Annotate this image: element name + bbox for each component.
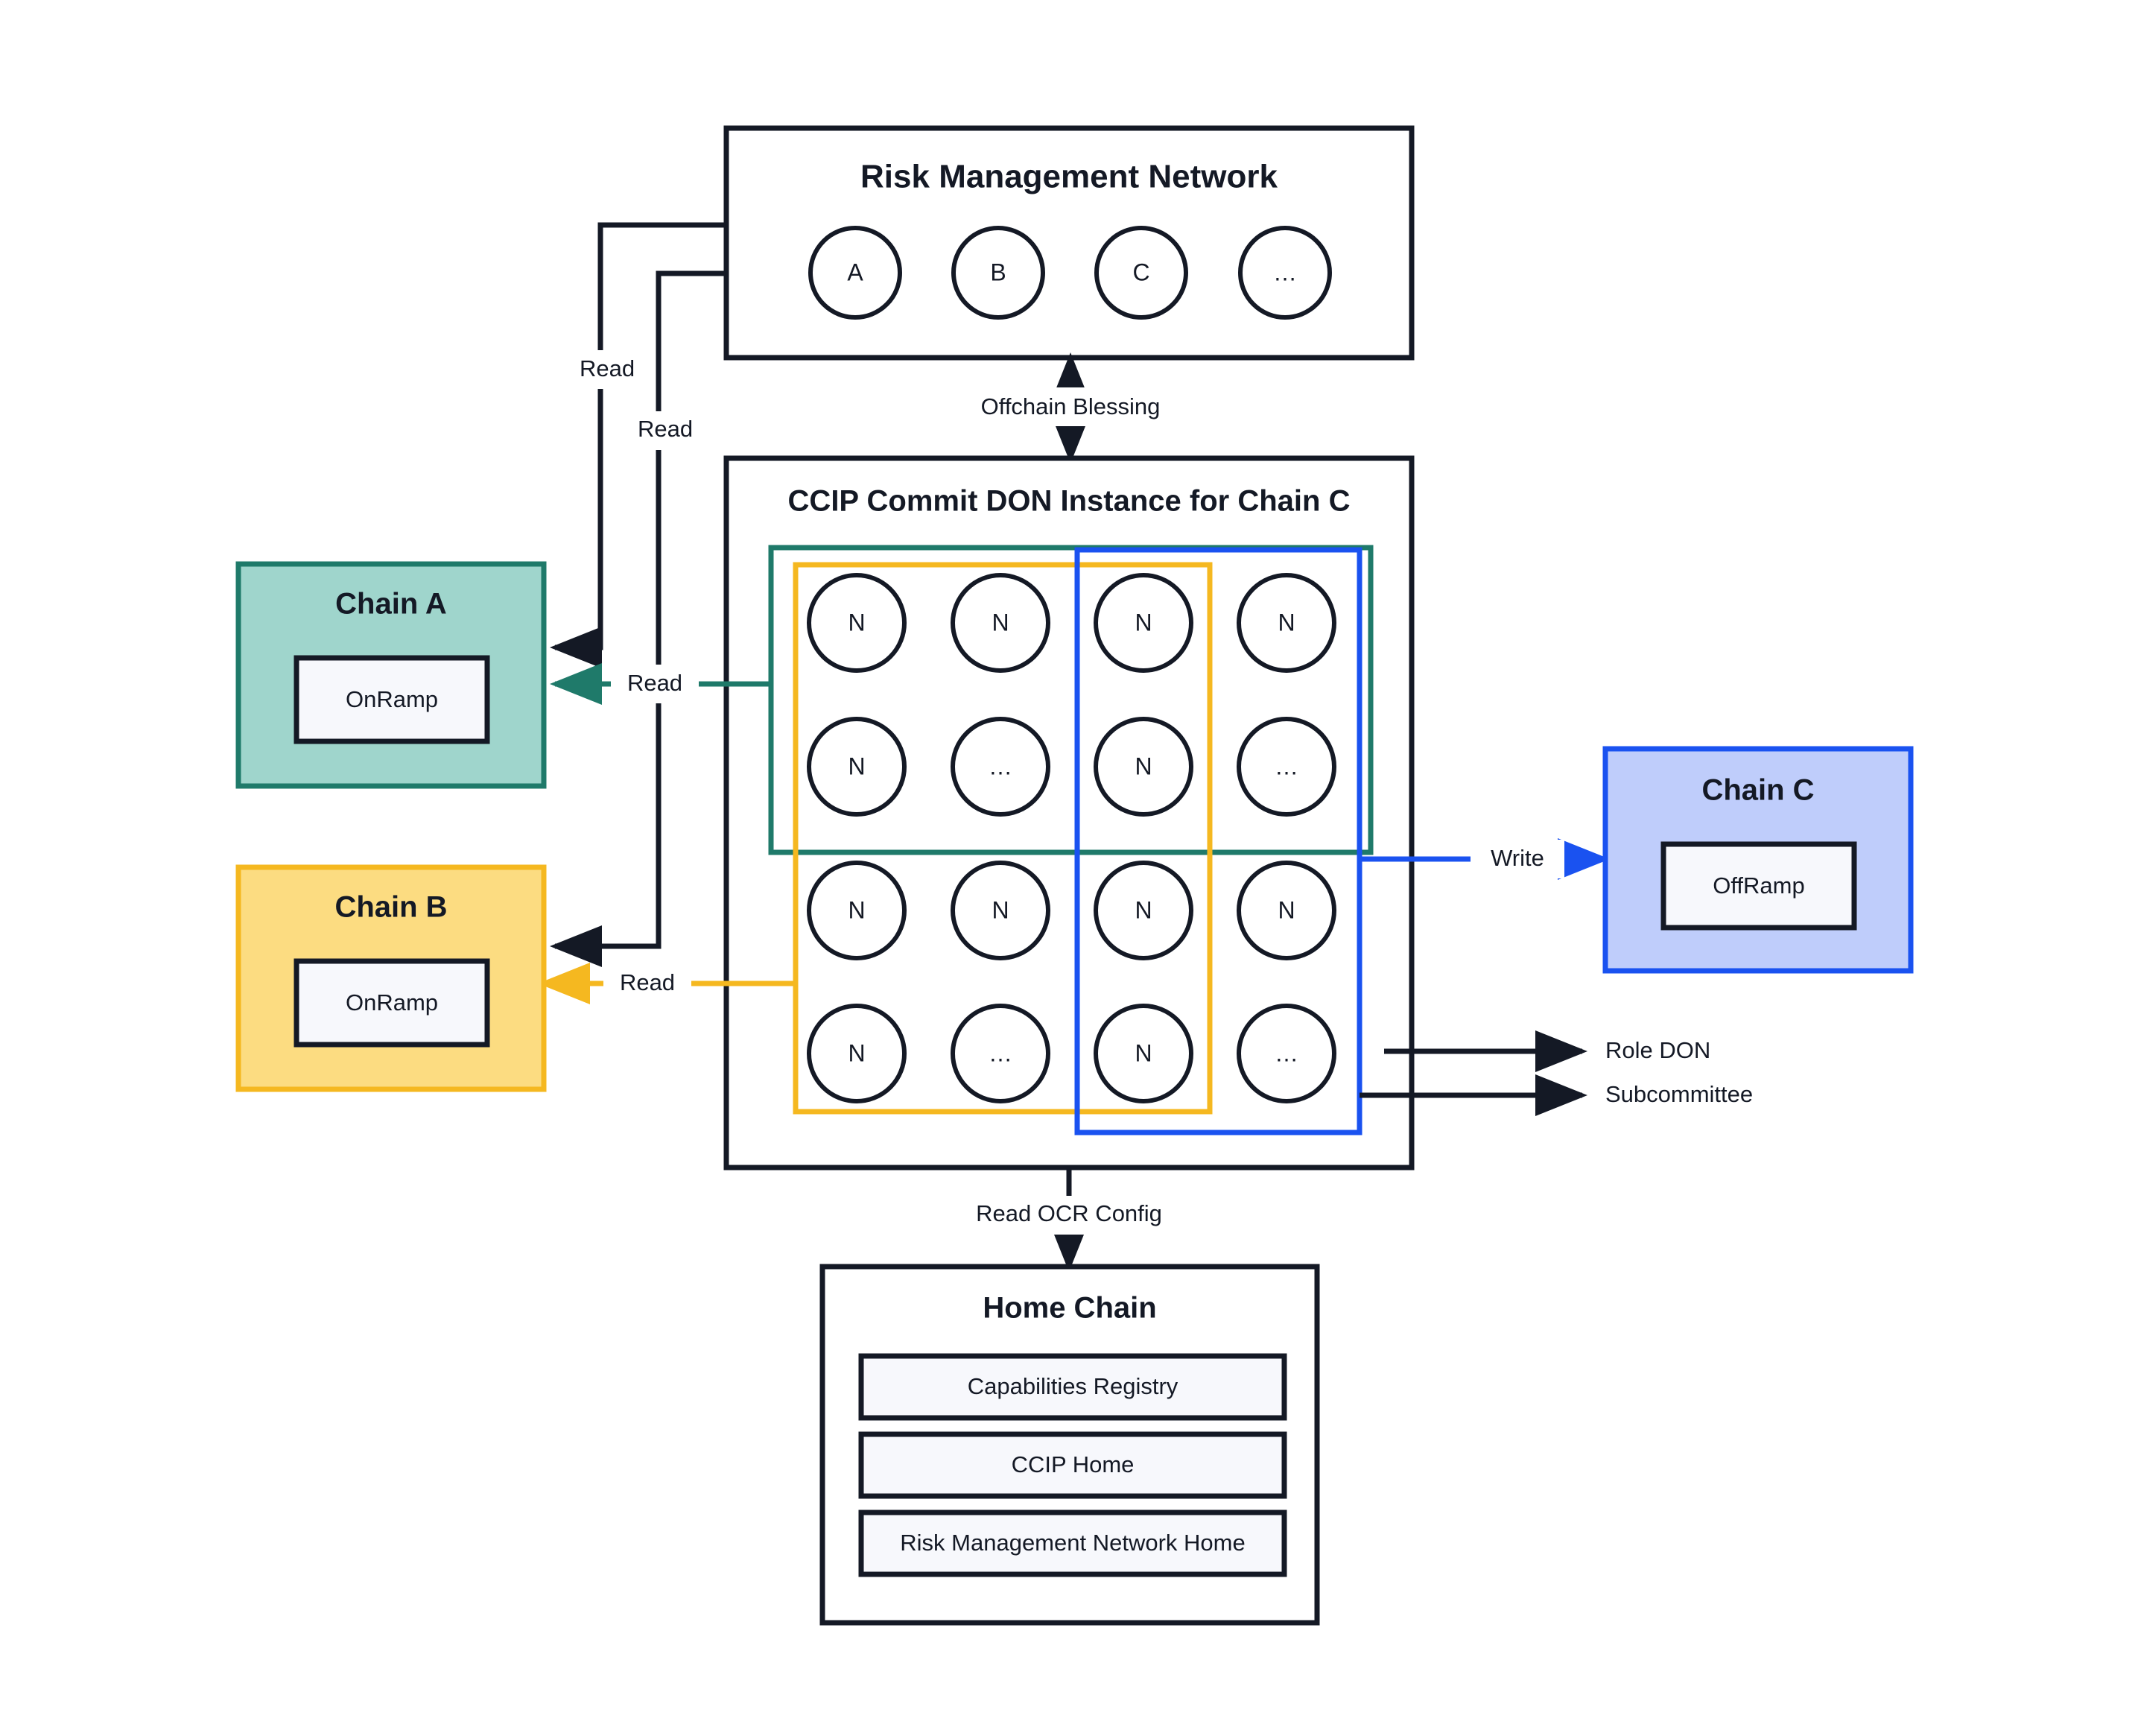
don-node: N — [1094, 573, 1193, 673]
don-node: … — [951, 1004, 1050, 1103]
edge-don-read-chain-a: Read — [550, 663, 771, 705]
chain-a-onramp-label: OnRamp — [346, 686, 438, 712]
overlay-blue-subcommittee-chain-c — [1074, 547, 1362, 1135]
edge-rmn-read-chain-b: Read — [550, 270, 726, 967]
legend-role-don: Role DON — [1384, 1030, 1710, 1072]
don-node-label: … — [1275, 1039, 1298, 1066]
don-node-label: N — [992, 609, 1009, 636]
don-node-label: N — [848, 609, 865, 636]
chain-a-title: Chain A — [335, 588, 447, 621]
home-chain-item: CCIP Home — [858, 1431, 1287, 1499]
chain-a-box: Chain A OnRamp — [235, 561, 547, 789]
don-node: N — [807, 861, 907, 960]
home-chain-box: Home Chain Capabilities Registry CCIP Ho… — [819, 1264, 1320, 1626]
overlay-amber-role-don-chain-b — [793, 562, 1213, 1115]
don-node: N — [1237, 573, 1336, 673]
rmn-node-label: B — [990, 259, 1006, 285]
rmn-title: Risk Management Network — [860, 159, 1278, 195]
chain-c-offramp-label: OffRamp — [1713, 872, 1804, 899]
don-node-label: … — [989, 753, 1012, 779]
chain-c-box: Chain C OffRamp — [1602, 746, 1914, 974]
rmn-node-label: C — [1132, 259, 1149, 285]
ccip-don-title: CCIP Commit DON Instance for Chain C — [788, 485, 1351, 518]
don-node-label: N — [992, 896, 1009, 923]
chain-b-title: Chain B — [334, 891, 447, 924]
edge-don-read-chain-b: Read — [538, 963, 796, 1004]
don-node: … — [951, 717, 1050, 817]
edge-label-don-read-b: Read — [620, 969, 675, 995]
don-node-label: N — [848, 896, 865, 923]
edge-label-rmn-read-b: Read — [638, 416, 693, 442]
don-node-label: … — [1275, 753, 1298, 779]
home-chain-item: Risk Management Network Home — [858, 1510, 1287, 1577]
don-node-label: N — [1135, 753, 1152, 779]
don-node-label: N — [1278, 609, 1295, 636]
don-node: … — [1237, 717, 1336, 817]
rmn-node-label: A — [847, 259, 863, 285]
rmn-node-label: … — [1273, 259, 1297, 285]
legend-subcommittee-label: Subcommittee — [1605, 1081, 1753, 1107]
chain-b-box: Chain B OnRamp — [235, 864, 547, 1092]
edge-rmn-read-chain-a: Read — [550, 222, 726, 668]
edge-don-write-chain-c: Write — [1360, 838, 1610, 880]
edge-offchain-blessing: Offchain Blessing — [968, 352, 1177, 463]
edge-label-don-write-c: Write — [1491, 845, 1544, 871]
edge-label-don-read-a: Read — [627, 670, 682, 696]
home-chain-item-label: Capabilities Registry — [968, 1373, 1178, 1399]
home-chain-title: Home Chain — [983, 1292, 1156, 1325]
don-node-label: N — [1135, 1039, 1152, 1066]
don-node: N — [1094, 717, 1193, 817]
don-node-label: N — [1278, 896, 1295, 923]
don-node-label: N — [848, 753, 865, 779]
rmn-node-a: A — [808, 226, 902, 320]
chain-c-title: Chain C — [1701, 774, 1814, 807]
chain-b-onramp-label: OnRamp — [346, 989, 438, 1016]
don-node: … — [1237, 1004, 1336, 1103]
don-node: N — [1094, 861, 1193, 960]
don-node-label: N — [848, 1039, 865, 1066]
don-node: N — [1237, 861, 1336, 960]
don-node-label: N — [1135, 896, 1152, 923]
don-node: N — [807, 1004, 907, 1103]
edge-label-read-ocr-config: Read OCR Config — [976, 1200, 1162, 1226]
rmn-node-b: B — [951, 226, 1045, 320]
don-node-label: … — [989, 1039, 1012, 1066]
edge-label-offchain-blessing: Offchain Blessing — [981, 393, 1161, 419]
don-node: N — [951, 861, 1050, 960]
legend-subcommittee: Subcommittee — [1360, 1074, 1753, 1116]
legend-role-don-label: Role DON — [1605, 1037, 1710, 1063]
rmn-node-c: C — [1094, 226, 1188, 320]
edge-label-rmn-read-a: Read — [580, 355, 635, 381]
don-node: N — [951, 573, 1050, 673]
home-chain-item-label: Risk Management Network Home — [900, 1530, 1245, 1556]
edge-read-ocr-config: Read OCR Config — [968, 1168, 1184, 1272]
don-node-label: N — [1135, 609, 1152, 636]
home-chain-item-label: CCIP Home — [1012, 1451, 1135, 1477]
home-chain-item: Capabilities Registry — [858, 1353, 1287, 1421]
rmn-node-ellipsis: … — [1238, 226, 1332, 320]
don-node: N — [807, 573, 907, 673]
risk-management-network-box: Risk Management Network A B C … — [723, 125, 1415, 361]
overlay-teal-role-don-chain-a — [768, 545, 1374, 855]
don-node: N — [807, 717, 907, 817]
don-node-grid: N N N N N … N … — [807, 573, 1336, 1103]
don-node: N — [1094, 1004, 1193, 1103]
